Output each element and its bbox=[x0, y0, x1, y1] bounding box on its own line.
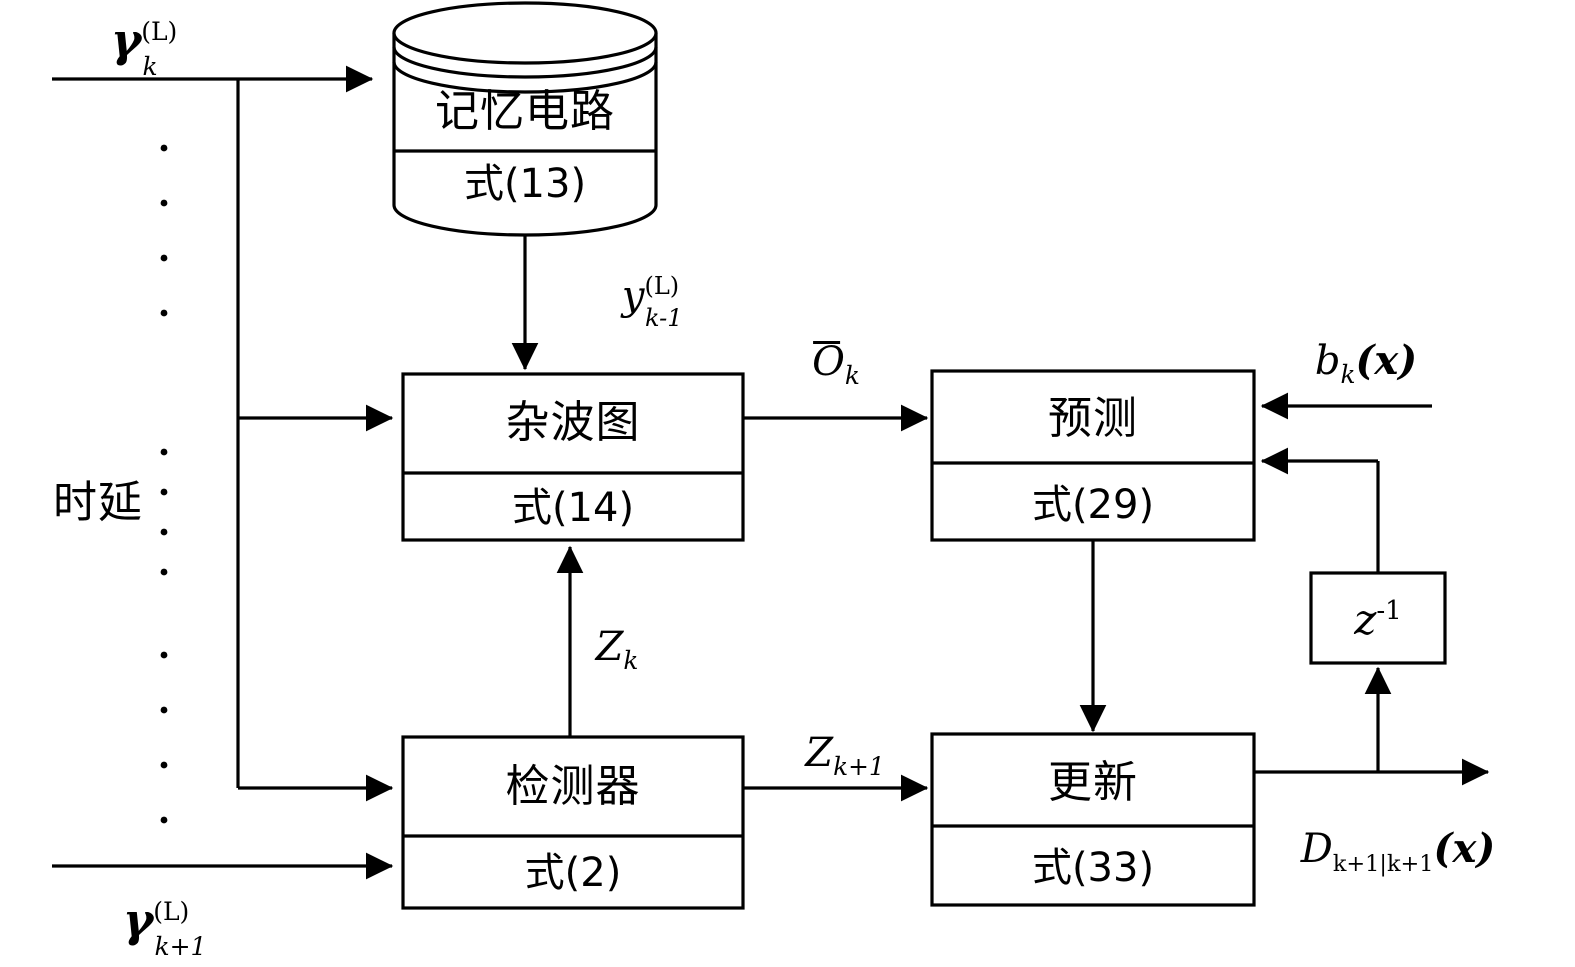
detector-out-right-sub: k+1 bbox=[833, 752, 885, 781]
delay-unit-label: z-1 bbox=[1354, 596, 1402, 641]
clutter-out-label: Ok bbox=[812, 339, 860, 388]
clutter-map-name: 杂波图 bbox=[505, 397, 641, 448]
delay-base: z bbox=[1354, 595, 1377, 644]
final-output-label: Dk+1|k+1(x) bbox=[1300, 826, 1495, 876]
birth-input-sub: k bbox=[1340, 360, 1356, 389]
detector-out-up-base: Z bbox=[595, 624, 624, 670]
detector-box bbox=[401, 735, 745, 910]
detector-name: 检测器 bbox=[505, 761, 641, 812]
clutter-out-base: O bbox=[812, 339, 845, 385]
final-output-arg: (x) bbox=[1433, 825, 1496, 872]
birth-input-label: bk(x) bbox=[1314, 338, 1417, 387]
clutter-out-sub: k bbox=[844, 361, 860, 390]
final-output-sub: k+1|k+1 bbox=[1332, 851, 1434, 877]
memory-circuit-equation: 式(13) bbox=[463, 161, 587, 207]
input-bottom-label: γ (L) k+1 bbox=[122, 893, 207, 961]
memory-cylinder-disc-line-1 bbox=[392, 46, 658, 79]
update-equation: 式(33) bbox=[1031, 845, 1155, 891]
memory-circuit-name: 记忆电路 bbox=[435, 86, 615, 137]
detector-out-up-sub: k bbox=[623, 646, 639, 675]
memory-out-label: y (L) k-1 bbox=[621, 272, 683, 332]
input-top-label: γ (L) k bbox=[110, 13, 178, 81]
memory-out-base: y bbox=[621, 273, 645, 319]
memory-cylinder-top-disc bbox=[392, 1, 658, 65]
input-bottom-base: γ bbox=[122, 893, 154, 947]
birth-input-arg: (x) bbox=[1355, 337, 1418, 384]
clutter-map-box bbox=[401, 372, 745, 542]
detector-out-right-label: Zk+1 bbox=[805, 730, 884, 779]
predict-name: 预测 bbox=[1048, 393, 1138, 444]
detector-out-up-label: Zk bbox=[595, 624, 639, 673]
delay-exponent: -1 bbox=[1376, 596, 1402, 626]
time-delay-label: 时延 bbox=[53, 477, 143, 528]
update-box bbox=[930, 732, 1256, 907]
detector-equation: 式(2) bbox=[524, 850, 622, 896]
predict-box bbox=[930, 369, 1256, 542]
update-name: 更新 bbox=[1048, 757, 1138, 808]
delay-box bbox=[1309, 571, 1447, 665]
memory-cylinder-disc-line-2 bbox=[392, 61, 658, 94]
input-top-base: γ bbox=[110, 13, 142, 67]
final-output-base: D bbox=[1300, 826, 1333, 872]
clutter-map-equation: 式(14) bbox=[511, 485, 635, 531]
birth-input-base: b bbox=[1314, 338, 1341, 384]
predict-equation: 式(29) bbox=[1031, 482, 1155, 528]
vertical-ellipsis-dots bbox=[160, 144, 168, 824]
detector-out-right-base: Z bbox=[805, 730, 834, 776]
